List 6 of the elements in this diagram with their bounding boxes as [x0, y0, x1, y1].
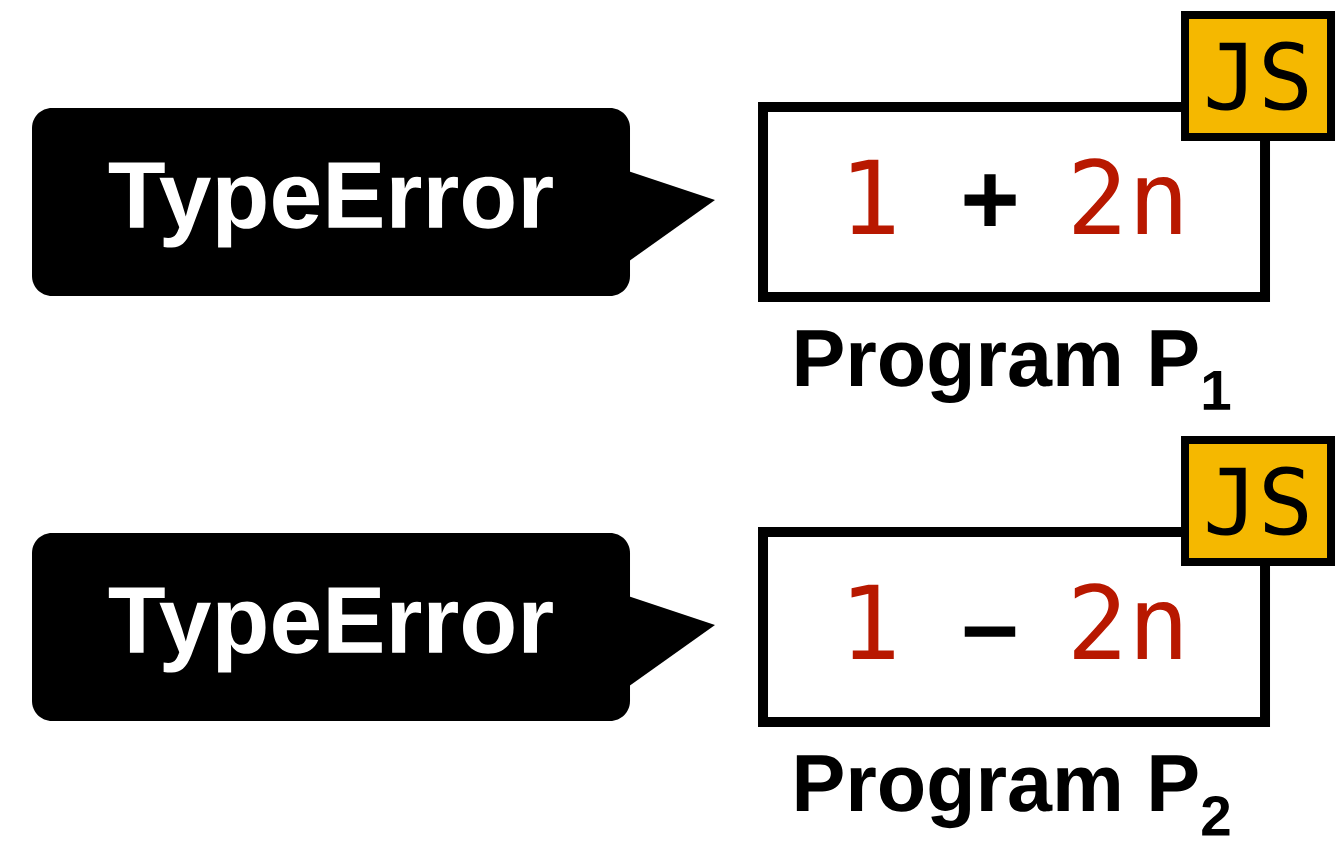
- speech-bubble: TypeError: [32, 108, 715, 296]
- language-badge: JS: [1181, 11, 1335, 141]
- language-badge: JS: [1181, 436, 1335, 566]
- program-label: Program P$_{1}$: [796, 330, 1231, 410]
- program-label: Program P$_{2}$: [796, 755, 1230, 836]
- speech-bubble: TypeError: [32, 533, 715, 721]
